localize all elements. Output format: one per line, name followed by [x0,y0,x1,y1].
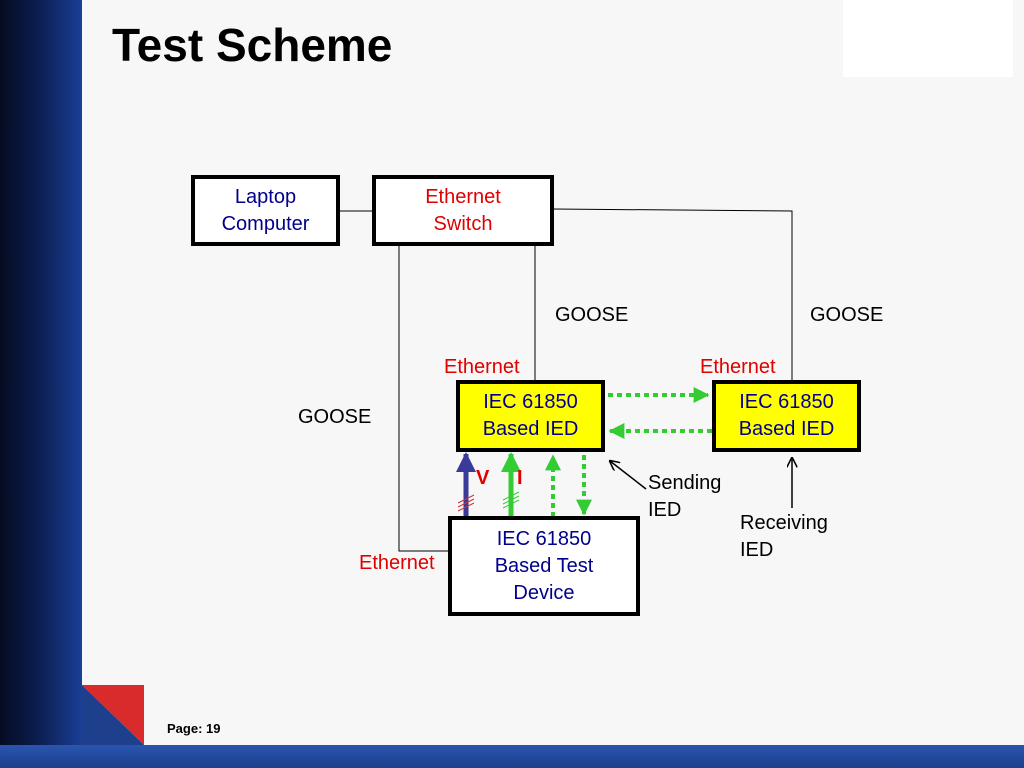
link-switch-test [398,246,449,552]
sending-ied-pointer [610,461,647,490]
page-number: Page: 19 [167,721,221,736]
receiving-ied-caption: Receiving IED [740,512,828,561]
left-sidebar-band [0,0,82,768]
goose-label-switch-test: GOOSE [298,406,372,428]
sending-ied-caption: Sending IED [648,472,722,521]
receiving-ied-box: IEC 61850 Based IED [712,380,861,452]
test-device-box: IEC 61850 Based Test Device [448,516,640,616]
logo-area [843,0,1013,77]
goose-label-switch-sending: GOOSE [555,304,629,326]
corner-blue-triangle [82,685,144,745]
bottom-band [0,745,1024,768]
voltage-phase-marks [457,494,475,512]
link-switch-receiving [552,208,793,380]
goose-label-switch-receiving: GOOSE [810,304,884,326]
ethernet-label-test: Ethernet [359,552,435,574]
ethernet-label-sending: Ethernet [444,356,520,378]
laptop-computer-box: Laptop Computer [191,175,340,246]
slide-title: Test Scheme [112,19,393,71]
ethernet-switch-box: Ethernet Switch [372,175,554,246]
sending-ied-box: IEC 61850 Based IED [456,380,605,452]
voltage-label: V [476,467,490,489]
ethernet-label-receiving: Ethernet [700,356,776,378]
current-phase-marks [502,491,520,509]
current-label: I [517,467,523,489]
